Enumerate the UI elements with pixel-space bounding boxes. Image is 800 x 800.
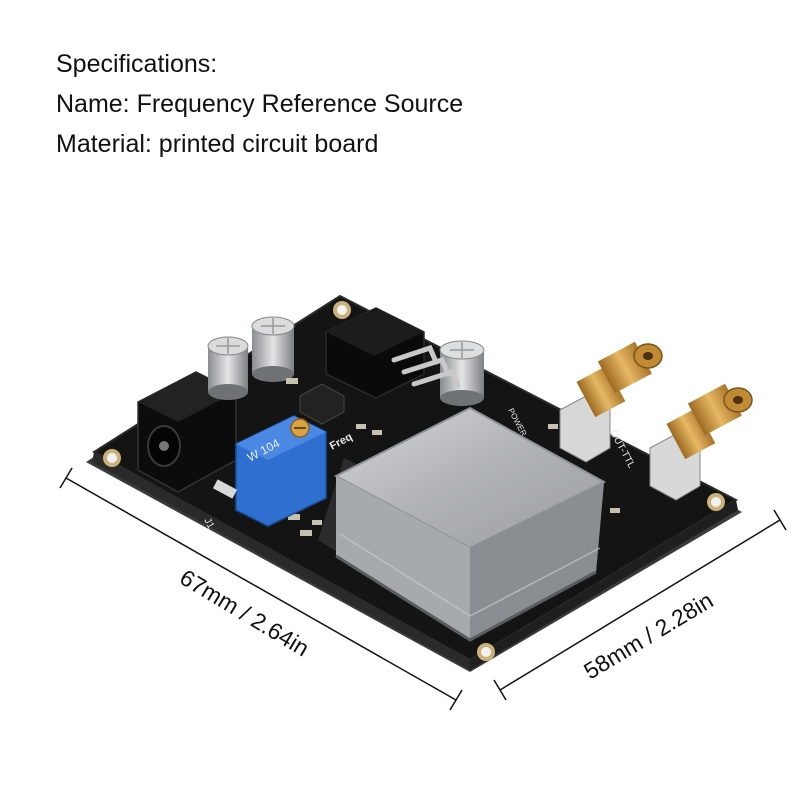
jumper-label: J1 [201, 516, 216, 531]
length-dimension-label: 67mm / 2.64in [175, 564, 313, 661]
width-dimension-line [493, 509, 787, 701]
sma-connector [649, 383, 753, 501]
mounting-holes [103, 301, 725, 661]
material-line: Material: printed circuit board [56, 130, 379, 158]
width-dimension-label: 58mm / 2.28in [579, 587, 717, 684]
electrolytic-capacitor [207, 336, 249, 400]
inductor [299, 383, 345, 425]
jumper: J1 [201, 479, 238, 531]
sma-connector [559, 341, 663, 463]
length-dimension-line [59, 467, 463, 711]
crystal-oscillator-can [318, 406, 607, 642]
product-name-line: Name: Frequency Reference Source [56, 90, 464, 118]
smd-components [286, 378, 620, 536]
specifications-block: Specifications: Name: Frequency Referenc… [56, 44, 463, 164]
specifications-heading: Specifications: [56, 50, 218, 78]
electrolytic-capacitor [251, 316, 295, 382]
trimmer-potentiometer: W 104 [235, 415, 327, 527]
electrolytic-capacitor [439, 340, 485, 406]
voltage-regulator [325, 307, 461, 399]
